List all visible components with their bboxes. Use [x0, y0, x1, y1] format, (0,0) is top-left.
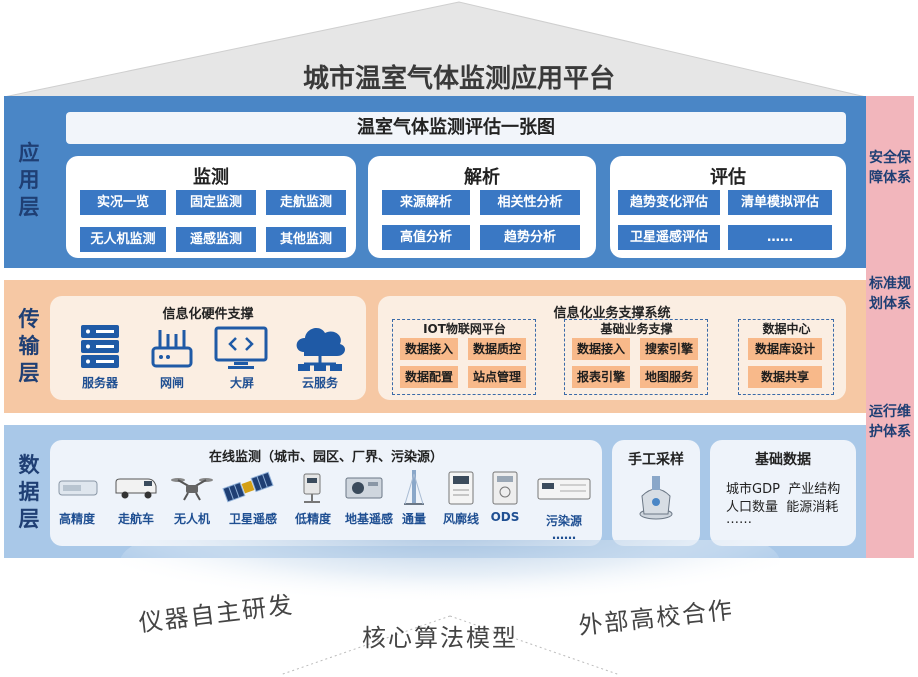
- ods-device-icon: [492, 471, 518, 505]
- device-label-flux: 通量: [401, 512, 426, 526]
- display-icon: [214, 326, 268, 369]
- basic-business-box: [564, 319, 708, 395]
- chip-iot-quality-control: 数据质控: [468, 338, 526, 360]
- data-center-title: 数据中心: [762, 322, 811, 336]
- flux-tower-icon: [404, 470, 424, 505]
- chip-high-value-analysis: 高值分析: [382, 225, 470, 250]
- chip-iot-data-access: 数据接入: [400, 338, 458, 360]
- analysis-card-title: 解析: [464, 167, 500, 188]
- cloud-label: 云服务: [301, 376, 338, 390]
- basic-data-title: 基础数据: [755, 452, 811, 468]
- gateway-label: 网闸: [159, 376, 184, 390]
- online-more: ……: [552, 528, 576, 542]
- pollution-source-device-icon: [537, 478, 591, 500]
- business-card-title: 信息化业务支撑系统: [553, 306, 671, 321]
- chip-assessment-more: ……: [728, 225, 832, 250]
- manual-sampling-title: 手工采样: [628, 452, 684, 468]
- chip-monitor-other: 其他监测: [266, 227, 346, 252]
- chip-source-analysis: 来源解析: [382, 190, 470, 215]
- chip-correlation-analysis: 相关性分析: [480, 190, 580, 215]
- display-label: 大屏: [229, 376, 254, 390]
- low-precision-device-icon: [303, 473, 321, 503]
- basic-data-more: ……: [726, 512, 752, 527]
- ground-remote-sensing-icon: [345, 477, 383, 499]
- device-label-ground-remote-sensing: 地基遥感: [344, 512, 393, 526]
- foundation-ellipse: [120, 540, 780, 676]
- chip-map-service: 地图服务: [640, 366, 698, 388]
- chip-database-design: 数据库设计: [748, 338, 822, 360]
- chip-search-engine: 搜索引擎: [640, 338, 698, 360]
- hardware-card-title: 信息化硬件支撑: [162, 307, 254, 322]
- device-label-ods: ODS: [490, 510, 520, 524]
- chip-trend-change-assessment: 趋势变化评估: [618, 190, 720, 215]
- page-title: 城市温室气体监测应用平台: [302, 64, 615, 94]
- side-systems-column: [866, 96, 914, 558]
- mobile-vehicle-icon: [115, 478, 157, 499]
- gateway-icon: [151, 330, 193, 368]
- app-banner: 温室气体监测评估一张图: [66, 112, 846, 144]
- monitor-card-title: 监测: [193, 167, 229, 188]
- application-layer-label: 应用层: [18, 141, 40, 219]
- high-precision-device-icon: [58, 480, 98, 496]
- chip-monitor-uav: 无人机监测: [80, 227, 166, 252]
- chip-data-sharing: 数据共享: [748, 366, 822, 388]
- chip-report-engine: 报表引擎: [572, 366, 630, 388]
- device-label-drone: 无人机: [173, 512, 210, 526]
- iot-platform-box: [392, 319, 536, 395]
- drone-icon: [171, 478, 213, 501]
- side-system-security: 安全保障体系: [869, 150, 911, 186]
- satellite-icon: [222, 471, 274, 503]
- basic-data-line1: 城市GDP 产业结构: [726, 482, 841, 497]
- sampler-icon: [639, 476, 673, 520]
- device-label-high-precision: 高精度: [58, 512, 95, 526]
- side-system-standards: 标准规划体系: [869, 276, 911, 312]
- chip-iot-site-management: 站点管理: [468, 366, 526, 388]
- cloud-icon: [296, 327, 346, 371]
- device-label-low-precision: 低精度: [294, 512, 331, 526]
- chip-monitor-remote: 遥感监测: [176, 227, 256, 252]
- basic-data-line2: 人口数量 能源消耗: [726, 500, 839, 515]
- chip-iot-data-config: 数据配置: [400, 366, 458, 388]
- side-system-operations: 运行维护体系: [869, 404, 911, 440]
- data-layer-label: 数据层: [18, 453, 40, 531]
- server-label: 服务器: [81, 376, 118, 390]
- server-icon: [81, 325, 119, 368]
- basic-data-card: [710, 440, 856, 546]
- wind-profiler-icon: [448, 471, 474, 505]
- device-label-mobile-vehicle: 走航车: [117, 512, 154, 526]
- transport-layer-label: 传输层: [18, 307, 40, 385]
- online-monitoring-title: 在线监测（城市、园区、厂界、污染源）: [208, 450, 443, 465]
- device-label-pollution-source: 污染源: [545, 514, 582, 528]
- chip-monitor-overview: 实况一览: [80, 190, 166, 215]
- chip-data-access: 数据接入: [572, 338, 630, 360]
- chip-satellite-assessment: 卫星遥感评估: [618, 225, 720, 250]
- chip-monitor-fixed: 固定监测: [176, 190, 256, 215]
- device-label-satellite: 卫星遥感: [228, 512, 277, 526]
- foundation-algorithms: 核心算法模型: [362, 624, 518, 652]
- basic-business-title: 基础业务支撑: [600, 322, 673, 336]
- iot-platform-title: IOT物联网平台: [423, 322, 506, 336]
- device-label-wind-profiler: 风廓线: [442, 512, 479, 526]
- data-center-box: [738, 319, 834, 395]
- chip-trend-analysis: 趋势分析: [480, 225, 580, 250]
- chip-inventory-simulation-assessment: 清单模拟评估: [728, 190, 832, 215]
- chip-monitor-mobile: 走航监测: [266, 190, 346, 215]
- assessment-card-title: 评估: [710, 167, 746, 188]
